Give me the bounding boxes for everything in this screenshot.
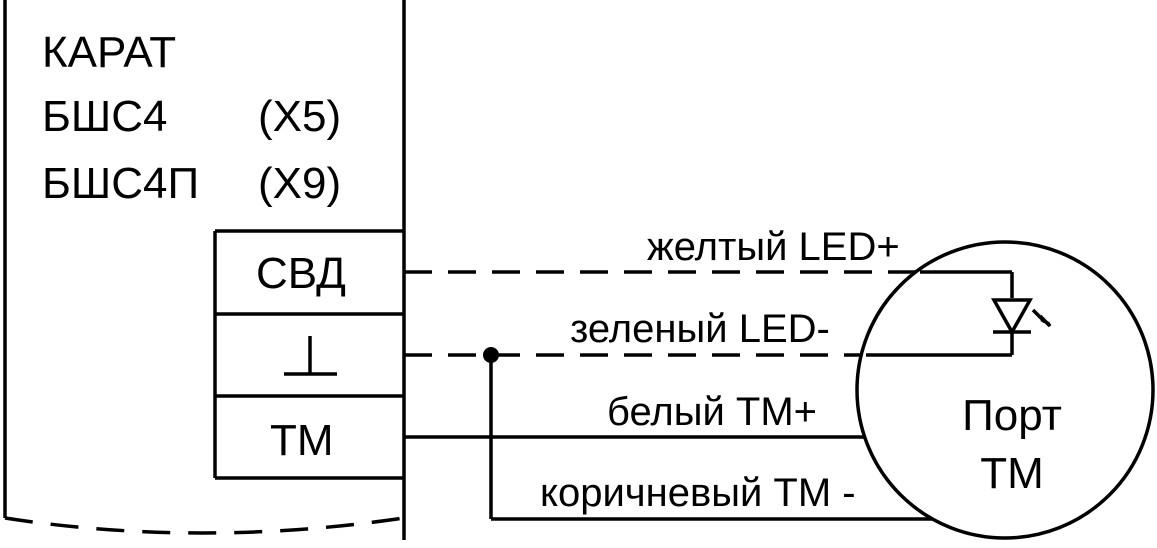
model-bshs4: БШС4: [42, 92, 167, 141]
connector-x5: (X5): [258, 92, 341, 141]
junction-dot: [483, 347, 499, 363]
port-label-line2: ТМ: [980, 449, 1044, 498]
terminal-block: [213, 229, 404, 480]
ground-symbol: [284, 336, 337, 376]
model-bshs4p: БШС4П: [42, 159, 199, 208]
port-label-line1: Порт: [962, 391, 1062, 440]
terminal-svd: СВД: [256, 249, 346, 298]
wire-label-brown: коричневый TM -: [540, 471, 856, 515]
terminal-tm: ТМ: [270, 416, 334, 465]
wire-label-white: белый TM+: [607, 390, 817, 434]
led-wiring: [866, 270, 1014, 357]
wire-label-yellow: желтый LED+: [647, 225, 900, 269]
led-icon: [991, 298, 1052, 336]
port-circle: [855, 240, 1155, 540]
wire-label-green: зеленый LED-: [570, 307, 830, 351]
device-enclosure: [3, 0, 406, 540]
device-name: КАРАТ: [42, 28, 176, 77]
connector-x9: (X9): [258, 159, 341, 208]
